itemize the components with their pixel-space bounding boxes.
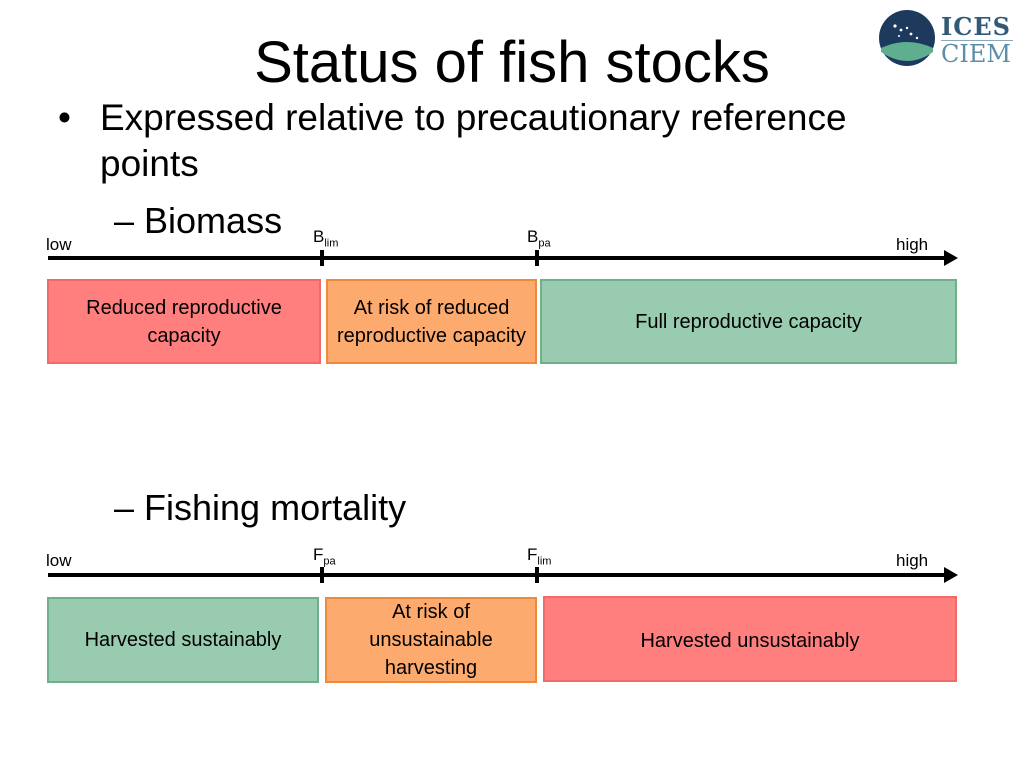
bullet-marker: • [58,97,71,138]
zone-label: Harvested unsustainably [640,630,860,652]
zone-label: Reduced reproductive capacity [86,296,282,347]
ref-subscript: lim [537,555,552,568]
fishing-tick-flim [535,567,539,583]
biomass-axis-line [48,256,946,260]
slide-title: Status of fish stocks [254,30,770,95]
biomass-tick-bpa [535,250,539,266]
fishing-zone-at-risk: At risk of unsustainable harvesting [325,597,537,683]
logo-text-ciem: CIEM [941,40,1011,68]
biomass-zone-full: Full reproductive capacity [540,279,957,364]
ref-symbol: F [527,545,538,564]
bullet-text: Expressed relative to precautionary refe… [100,97,847,184]
biomass-zone-reduced: Reduced reproductive capacity [47,279,321,364]
fishing-axis-line [48,573,946,577]
zone-label: Full reproductive capacity [635,310,862,333]
fishing-zone-unsustainable: Harvested unsustainably [543,596,957,682]
zone-label: At risk of reduced reproductive capacity [337,296,526,347]
biomass-ref-blim: Blim [313,227,338,253]
fishing-heading: – Fishing mortality [114,487,407,528]
logo-divider [941,40,1013,41]
zone-label: At risk of unsustainable harvesting [369,601,493,679]
logo-text-ices: ICES [941,12,1011,41]
biomass-low-label: low [46,235,72,254]
fishing-low-label: low [46,551,72,570]
ref-subscript: pa [538,237,551,250]
fishing-zone-sustainable: Harvested sustainably [47,597,319,683]
biomass-high-label: high [896,235,929,254]
fishing-tick-fpa [320,567,324,583]
biomass-ref-bpa: Bpa [527,227,551,253]
ices-globe-icon [879,10,935,66]
biomass-zone-at-risk: At risk of reduced reproductive capacity [326,279,537,364]
fishing-axis-arrowhead [944,567,958,583]
biomass-axis-arrowhead [944,250,958,266]
fishing-high-label: high [896,551,929,570]
biomass-heading: – Biomass [114,200,283,241]
fishing-ref-flim: Flim [527,545,551,571]
ref-subscript: pa [323,555,336,568]
ref-symbol: B [527,227,539,246]
biomass-tick-blim [320,250,324,266]
ref-subscript: lim [324,237,339,250]
fishing-ref-fpa: Fpa [313,545,336,571]
ices-logo: ICES CIEM [877,8,1017,70]
ref-symbol: B [313,227,325,246]
zone-label: Harvested sustainably [84,629,282,651]
ref-symbol: F [313,545,324,564]
